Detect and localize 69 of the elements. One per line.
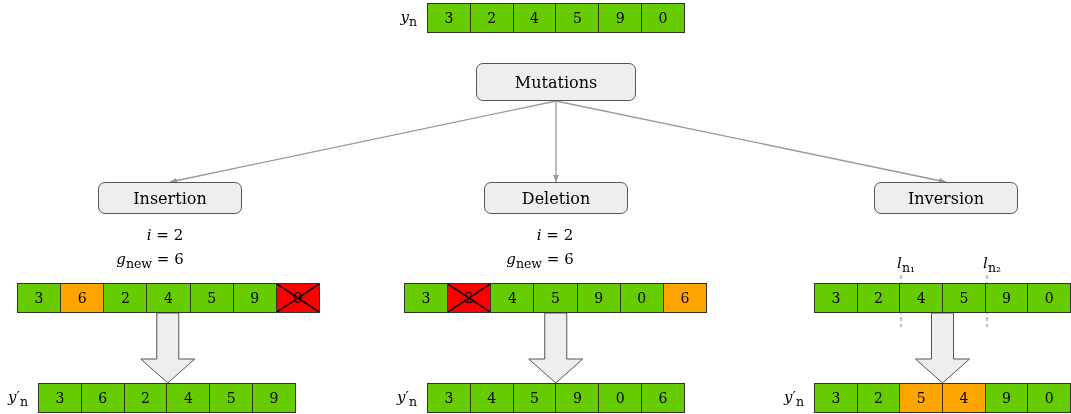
array-strip bbox=[17, 283, 320, 313]
array-strip bbox=[427, 3, 685, 33]
formula-label: l$_{n₁}$ bbox=[897, 254, 915, 275]
row-label: y′$_{n}$ bbox=[397, 388, 417, 409]
array-cell: 2 bbox=[857, 284, 901, 312]
array-cell: 4 bbox=[900, 284, 943, 312]
array-cell: 0 bbox=[599, 384, 643, 412]
array-cell: 3 bbox=[815, 384, 858, 412]
formula-label: g$_{new}$ = 6 bbox=[506, 250, 574, 271]
array-cell: 2 bbox=[857, 384, 901, 412]
array-cell: 4 bbox=[943, 384, 986, 412]
array-strip bbox=[404, 283, 707, 313]
array-cell: 2 bbox=[104, 284, 148, 312]
array-cell: 3 bbox=[405, 284, 449, 312]
formula-label: g$_{new}$ = 6 bbox=[116, 250, 184, 271]
array-cell: 6 bbox=[663, 284, 706, 312]
array-cell: 9 bbox=[253, 384, 295, 412]
array-cell: 9 bbox=[985, 384, 1029, 412]
arrow bbox=[553, 100, 559, 183]
formula-label: i = 2 bbox=[536, 226, 574, 244]
array-strip bbox=[814, 383, 1071, 413]
array-cell: 4 bbox=[491, 284, 535, 312]
arrow bbox=[555, 100, 947, 184]
block-arrow bbox=[915, 312, 970, 384]
array-cell: 0 bbox=[642, 4, 684, 32]
row-label: y′$_{n}$ bbox=[784, 388, 804, 409]
array-cell: 3 bbox=[39, 384, 82, 412]
array-cell: 9 bbox=[556, 384, 600, 412]
array-cell: 4 bbox=[513, 4, 557, 32]
row-label: y′$_{n}$ bbox=[8, 388, 28, 409]
array-cell: 4 bbox=[470, 384, 514, 412]
process-box: Inversion bbox=[874, 182, 1018, 214]
array-cell: 3 bbox=[18, 284, 62, 312]
block-arrow bbox=[528, 312, 584, 384]
array-strip bbox=[814, 283, 1071, 313]
array-cell: 6 bbox=[642, 384, 684, 412]
process-box: Deletion bbox=[484, 182, 628, 214]
array-cell: 4 bbox=[167, 384, 211, 412]
row-label: y$_{n}$ bbox=[400, 8, 417, 29]
block-arrow bbox=[140, 312, 196, 384]
array-cell: 2 bbox=[124, 384, 168, 412]
array-cell: 4 bbox=[147, 284, 191, 312]
array-cell: 5 bbox=[210, 384, 254, 412]
array-strip bbox=[38, 383, 296, 413]
array-cell: 9 bbox=[985, 284, 1029, 312]
array-cell: 6 bbox=[61, 284, 105, 312]
array-cell: 2 bbox=[470, 4, 514, 32]
array-cell: 3 bbox=[428, 4, 471, 32]
process-box: Insertion bbox=[98, 182, 242, 214]
array-cell: 9 bbox=[577, 284, 621, 312]
array-cell: 5 bbox=[190, 284, 234, 312]
array-cell: 5 bbox=[534, 284, 578, 312]
array-cell: 3 bbox=[815, 284, 858, 312]
array-cell: 0 bbox=[1028, 284, 1071, 312]
array-cell: 0 bbox=[620, 284, 664, 312]
array-cell: 0 bbox=[1028, 384, 1071, 412]
array-cell: 5 bbox=[900, 384, 943, 412]
array-cell: 5 bbox=[513, 384, 557, 412]
process-box: Mutations bbox=[476, 63, 636, 101]
formula-label: l$_{n₂}$ bbox=[983, 254, 1001, 275]
array-cell: 6 bbox=[81, 384, 125, 412]
array-cell: 9 bbox=[599, 4, 643, 32]
array-strip bbox=[427, 383, 685, 413]
array-cell: 9 bbox=[233, 284, 277, 312]
array-cell: 5 bbox=[556, 4, 600, 32]
formula-label: i = 2 bbox=[146, 226, 184, 244]
array-cell: 3 bbox=[428, 384, 471, 412]
arrow bbox=[169, 100, 557, 184]
array-cell: 5 bbox=[943, 284, 986, 312]
